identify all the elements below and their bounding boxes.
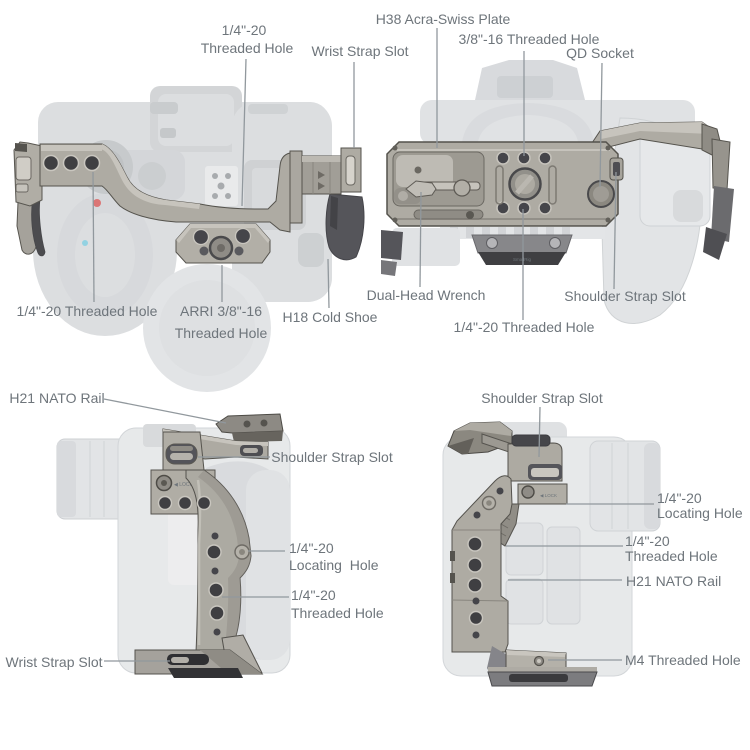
svg-text:H18 Cold Shoe: H18 Cold Shoe	[283, 309, 378, 325]
svg-text:ARRI 3/8"-16: ARRI 3/8"-16	[180, 303, 262, 319]
svg-text:3/8"-16 Threaded Hole: 3/8"-16 Threaded Hole	[459, 31, 600, 47]
svg-text:Dual-Head Wrench: Dual-Head Wrench	[367, 287, 486, 303]
svg-text:Threaded Hole: Threaded Hole	[625, 548, 718, 564]
svg-text:Wrist Strap Slot: Wrist Strap Slot	[312, 43, 409, 59]
svg-text:1/4"-20 Threaded Hole: 1/4"-20 Threaded Hole	[17, 303, 158, 319]
svg-text:Shoulder Strap Slot: Shoulder Strap Slot	[481, 390, 603, 406]
svg-text:1/4"-20 Threaded Hole: 1/4"-20 Threaded Hole	[454, 319, 595, 335]
svg-text:Wrist Strap Slot: Wrist Strap Slot	[6, 654, 103, 670]
svg-text:Threaded Hole: Threaded Hole	[201, 40, 294, 56]
svg-text:1/4"-20: 1/4"-20	[291, 587, 336, 603]
svg-text:◀ LOCK: ◀ LOCK	[540, 493, 557, 498]
svg-text:◀ LOCK: ◀ LOCK	[174, 482, 194, 488]
svg-text:Shoulder Strap Slot: Shoulder Strap Slot	[271, 449, 393, 465]
svg-text:Threaded Hole: Threaded Hole	[175, 325, 268, 341]
svg-text:1/4"-20: 1/4"-20	[289, 540, 334, 556]
svg-text:Shoulder Strap Slot: Shoulder Strap Slot	[564, 288, 686, 304]
svg-text:1/4"-20: 1/4"-20	[625, 533, 670, 549]
svg-text:Locating Hole: Locating Hole	[289, 557, 379, 573]
svg-text:1/4"-20: 1/4"-20	[657, 490, 702, 506]
svg-text:QD Socket: QD Socket	[566, 45, 634, 61]
svg-text:H21 NATO Rail: H21 NATO Rail	[626, 573, 721, 589]
svg-text:1/4"-20: 1/4"-20	[222, 22, 267, 38]
svg-text:Locating Hole: Locating Hole	[657, 505, 743, 521]
svg-text:M4 Threaded Hole: M4 Threaded Hole	[625, 652, 741, 668]
svg-text:H38 Acra-Swiss Plate: H38 Acra-Swiss Plate	[376, 11, 511, 27]
svg-text:Threaded Hole: Threaded Hole	[291, 605, 384, 621]
svg-text:H21 NATO Rail: H21 NATO Rail	[9, 390, 104, 406]
svg-text:SmallRig: SmallRig	[513, 257, 532, 262]
